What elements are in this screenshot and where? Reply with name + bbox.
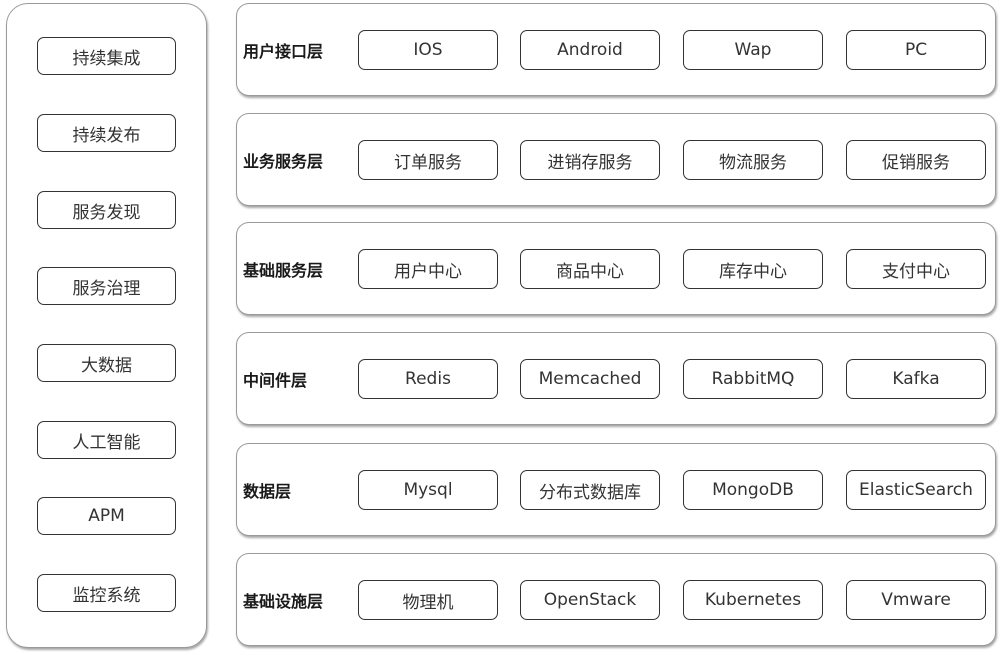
- layer-item[interactable]: Android: [520, 30, 660, 70]
- layer-item[interactable]: 促销服务: [846, 140, 986, 180]
- layer-item[interactable]: 库存中心: [683, 249, 823, 289]
- layer-data: 数据层 Mysql 分布式数据库 MongoDB ElasticSearch: [236, 443, 996, 536]
- capability-apm[interactable]: APM: [37, 497, 176, 535]
- capability-monitoring[interactable]: 监控系统: [37, 574, 176, 612]
- layer-item[interactable]: Mysql: [358, 470, 498, 510]
- layer-middleware: 中间件层 Redis Memcached RabbitMQ Kafka: [236, 332, 996, 425]
- layer-item[interactable]: Kafka: [846, 359, 986, 399]
- capability-ai[interactable]: 人工智能: [37, 421, 176, 459]
- layer-title: 基础设施层: [243, 591, 324, 611]
- layer-item[interactable]: 进销存服务: [520, 140, 660, 180]
- layer-item[interactable]: Wap: [683, 30, 823, 70]
- layer-base-service: 基础服务层 用户中心 商品中心 库存中心 支付中心: [236, 222, 996, 315]
- capability-service-governance[interactable]: 服务治理: [37, 267, 176, 305]
- layer-item[interactable]: OpenStack: [520, 580, 660, 620]
- layer-business-service: 业务服务层 订单服务 进销存服务 物流服务 促销服务: [236, 113, 996, 206]
- layer-item[interactable]: Memcached: [520, 359, 660, 399]
- layer-item[interactable]: PC: [846, 30, 986, 70]
- layer-item[interactable]: 商品中心: [520, 249, 660, 289]
- layer-user-interface: 用户接口层 IOS Android Wap PC: [236, 3, 996, 96]
- layer-item[interactable]: MongoDB: [683, 470, 823, 510]
- layer-title: 用户接口层: [243, 41, 324, 61]
- layer-item[interactable]: 用户中心: [358, 249, 498, 289]
- layer-item[interactable]: IOS: [358, 30, 498, 70]
- layer-infrastructure: 基础设施层 物理机 OpenStack Kubernetes Vmware: [236, 553, 996, 646]
- capability-continuous-delivery[interactable]: 持续发布: [37, 114, 176, 152]
- layer-title: 基础服务层: [243, 260, 324, 280]
- layer-item[interactable]: Redis: [358, 359, 498, 399]
- layer-item[interactable]: 物理机: [358, 580, 498, 620]
- layer-item[interactable]: ElasticSearch: [846, 470, 986, 510]
- layer-item[interactable]: 物流服务: [683, 140, 823, 180]
- capability-continuous-integration[interactable]: 持续集成: [37, 37, 176, 75]
- layer-item[interactable]: 支付中心: [846, 249, 986, 289]
- layer-item[interactable]: RabbitMQ: [683, 359, 823, 399]
- cross-cutting-capabilities-panel: 持续集成 持续发布 服务发现 服务治理 大数据 人工智能 APM 监控系统: [6, 3, 207, 648]
- layer-item[interactable]: 订单服务: [358, 140, 498, 180]
- layer-item[interactable]: Kubernetes: [683, 580, 823, 620]
- layer-item[interactable]: 分布式数据库: [520, 470, 660, 510]
- capability-big-data[interactable]: 大数据: [37, 344, 176, 382]
- layer-title: 业务服务层: [243, 151, 324, 171]
- layer-title: 数据层: [243, 481, 292, 501]
- layer-item[interactable]: Vmware: [846, 580, 986, 620]
- layer-title: 中间件层: [243, 370, 308, 390]
- capability-service-discovery[interactable]: 服务发现: [37, 191, 176, 229]
